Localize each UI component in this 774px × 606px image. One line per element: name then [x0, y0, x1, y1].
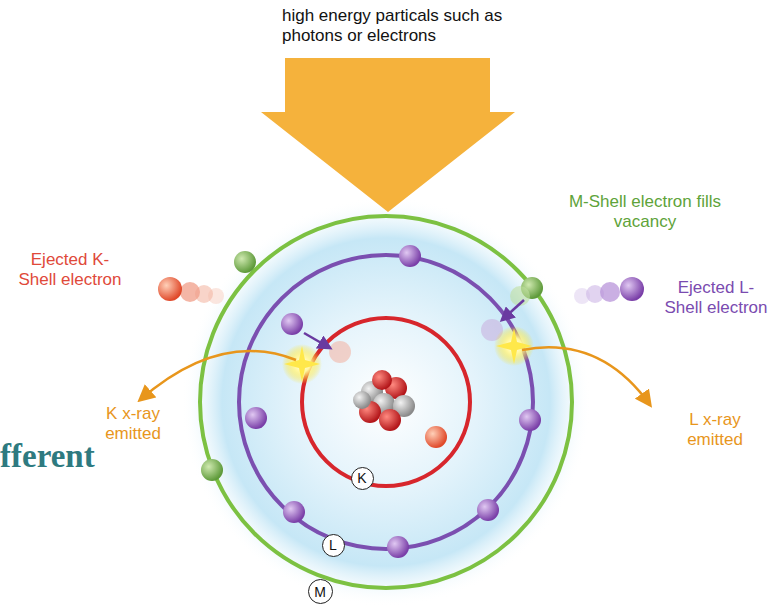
ejected-electron-label: Ejected K-Shell electron — [14, 250, 126, 289]
shell-letter: L — [329, 538, 337, 552]
shell-letter-circle: K — [351, 467, 374, 490]
vacancy-fill-label: M-Shell electron fills vacancy — [560, 192, 730, 231]
shell-letter-circle: M — [308, 579, 333, 604]
ejected-electron-label: Ejected L-Shell electron — [660, 278, 772, 317]
xray-label: K x-ray emitted — [78, 404, 188, 443]
shell-letter: K — [357, 471, 366, 485]
incident-radiation-note: high energy particals such as photons or… — [282, 6, 542, 45]
shell-letter-circle: L — [322, 534, 345, 557]
shell-letter: M — [314, 585, 326, 599]
slide-heading-fragment: fferent — [0, 438, 150, 476]
xray-label: L x-ray emitted — [660, 410, 770, 449]
